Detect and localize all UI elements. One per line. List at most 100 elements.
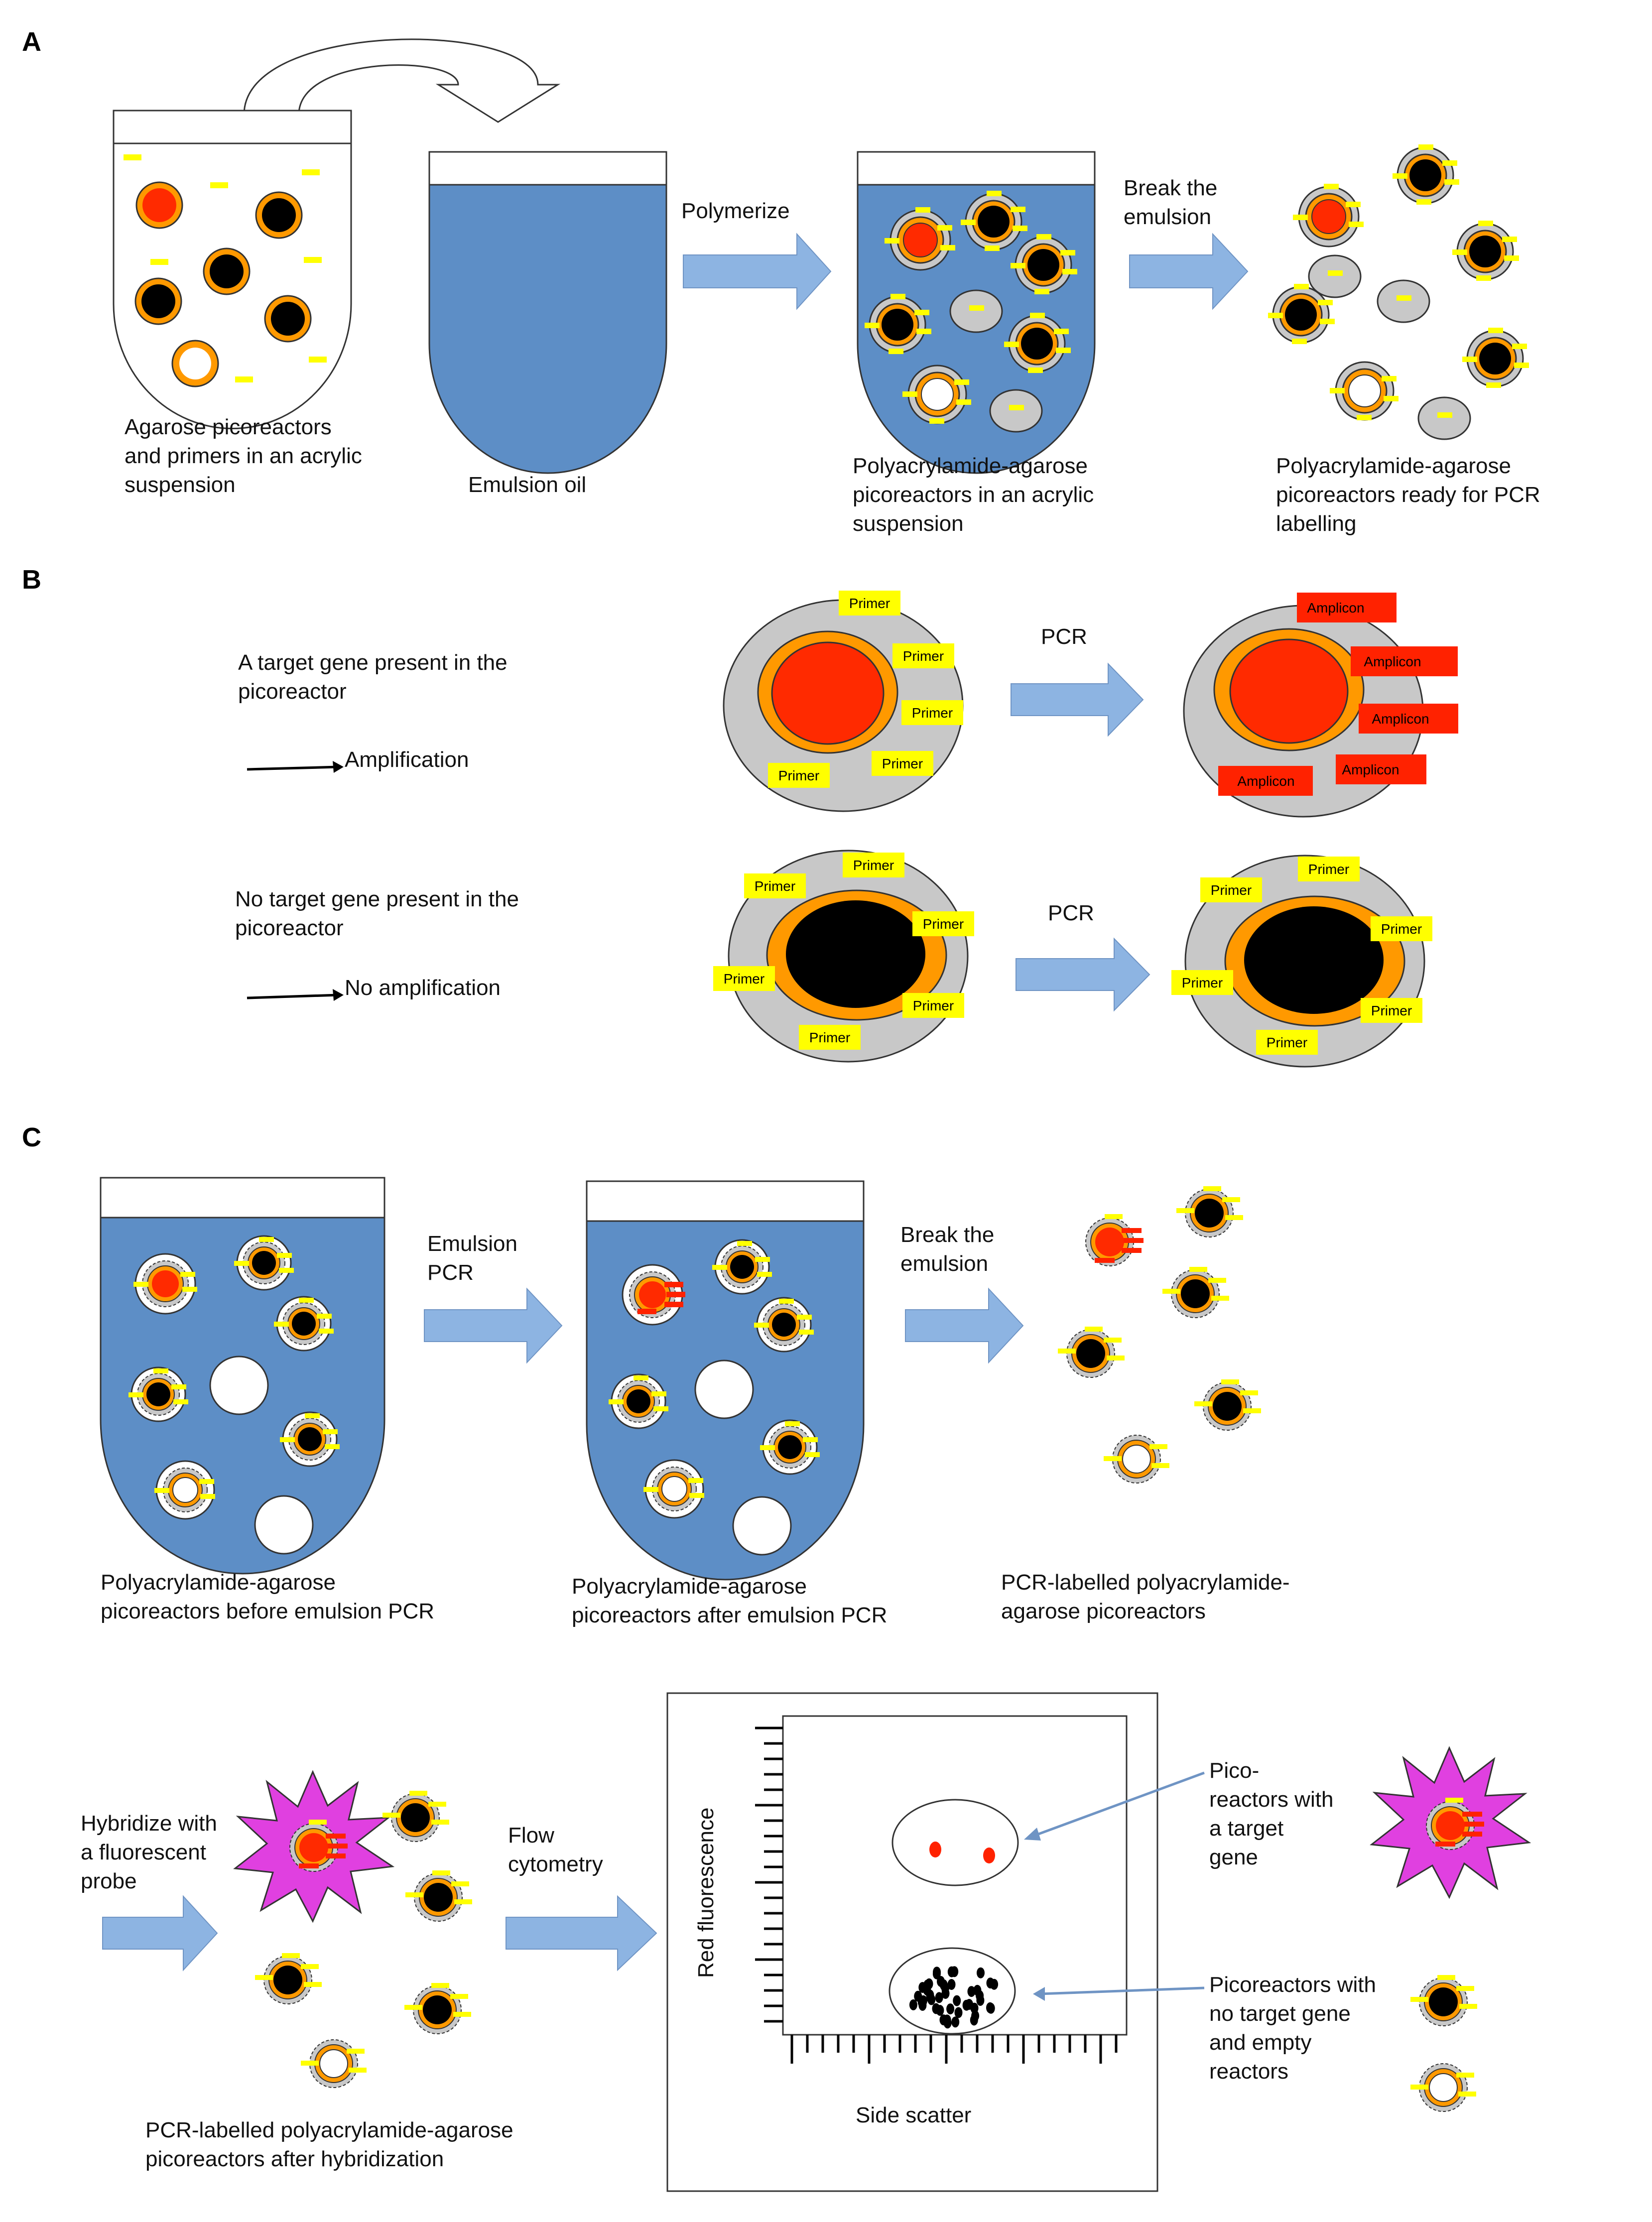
amplicon-label: Amplicon [1307,600,1364,616]
picoreactor-no-target-after-pcr: Primer Primer Primer Primer Primer Prime… [1171,855,1432,1068]
picoreactors-pcr-labelled [1057,1186,1262,1483]
event-black [987,2002,995,2014]
primer-label: Primer [882,756,923,771]
arrow-break-emulsion [1129,233,1249,310]
agarose-bead [134,277,182,325]
label-pcr-no-target: PCR [1048,901,1094,925]
event-black [954,2007,963,2018]
primer-label: Primer [1211,882,1252,898]
caption-hybridized-line1: PCR-labelled polyacrylamide-agarose [145,2118,513,2142]
arrow-no-amplification-head [333,989,344,1001]
event-black [986,1977,995,1989]
primer-label: Primer [1308,862,1349,877]
legend-no-target-line4: reactors [1209,2059,1288,2084]
agarose-bead [255,191,303,239]
x-axis-label: Side scatter [856,2103,971,2127]
primer-label: Primer [853,858,894,873]
tube-before-emulsion-pcr [100,1177,385,1575]
caption-labelled-line1: PCR-labelled polyacrylamide- [1001,1570,1290,1595]
primer-label: Primer [1381,921,1422,937]
y-axis-label: Red fluorescence [694,1808,718,1978]
caption-pa-suspension-line1: Polyacrylamide-agarose [853,454,1088,478]
event-black [937,1975,945,1987]
label-target-present-line1: A target gene present in the [238,650,508,675]
tube-emulsion-oil [428,151,667,474]
caption-agarose-suspension-line1: Agarose picoreactors [125,415,332,439]
event-black [967,1986,976,1997]
picoreactor-target-before-pcr: Primer Primer Primer Primer Primer [723,591,964,812]
picoreactors-hybridized [234,1771,473,2088]
arrow-pcr-no-target [1016,937,1150,1012]
agarose-bead-empty [171,340,219,387]
legend-no-target-line3: and empty [1209,2030,1311,2055]
agarose-bead [264,295,312,343]
primer-label: Primer [1371,1003,1412,1018]
caption-hybridized-line2: picoreactors after hybridization [145,2147,444,2171]
y-axis-ticks [755,1727,783,2023]
caption-pa-suspension-line2: picoreactors in an acrylic [853,483,1094,507]
caption-labelled-line2: agarose picoreactors [1001,1599,1206,1623]
primer-label: Primer [778,768,819,783]
label-break-c-line2: emulsion [900,1251,988,1276]
tube-agarose-suspension [113,110,352,430]
event-black [925,1978,933,1989]
event-black [951,2016,960,2028]
tube-after-emulsion-pcr [586,1180,865,1581]
arrow-hybridize [102,1895,218,1972]
arrow-break-emulsion-c [905,1287,1024,1364]
event-black [962,1999,971,2011]
label-no-amplification: No amplification [345,976,501,1000]
primer-label: Primer [849,596,890,611]
primer-label: Primer [913,998,954,1013]
arrow-emulsion-pcr [424,1287,563,1364]
legend-icon-target [1371,1747,1530,1898]
event-black [936,2005,944,2016]
arrow-polymerize [683,233,832,310]
caption-ready-line3: labelling [1276,511,1356,536]
primer-label: Primer [809,1030,850,1045]
arrow-amplification-head [333,761,344,773]
caption-ready-line2: picoreactors ready for PCR [1276,483,1540,507]
agarose-bead [203,247,251,295]
caption-before-pcr-line1: Polyacrylamide-agarose [101,1570,336,1595]
label-polymerize: Polymerize [681,199,790,223]
panel-label-b: B [22,565,41,595]
pointer-arrow-target [1028,1771,1205,1839]
picoreactor-no-target-before-pcr: Primer Primer Primer Primer Primer Prime… [713,850,974,1063]
event-black [946,2003,955,2015]
legend-no-target-line1: Picoreactors with [1209,1973,1376,1997]
label-amplification: Amplification [345,747,469,772]
event-black [941,1988,950,1999]
label-hybridize-line3: probe [81,1869,137,1893]
panel-label-c: C [22,1122,41,1152]
caption-emulsion-oil: Emulsion oil [468,473,586,497]
amplicon-label: Amplicon [1372,711,1429,727]
amplicon-label: Amplicon [1364,654,1421,669]
event-black [977,1967,985,1978]
legend-no-target-line2: no target gene [1209,2001,1351,2026]
event-black [971,2010,980,2021]
amplicon-label: Amplicon [1237,773,1294,789]
arrow-pcr-target [1011,662,1144,737]
arrow-no-amplification [247,993,339,999]
primer-label: Primer [1182,975,1223,990]
caption-after-pcr-line2: picoreactors after emulsion PCR [572,1603,887,1627]
event-cluster-black [909,1966,999,2029]
label-target-present-line2: picoreactor [238,679,347,704]
panel-label-a: A [22,27,41,57]
event-black [976,1990,984,2001]
primer-label: Primer [755,878,795,894]
event-black [935,1992,943,2003]
label-flow-line1: Flow [508,1823,554,1848]
legend-target-line4: gene [1209,1845,1258,1869]
caption-pa-suspension-line3: suspension [853,511,964,536]
event-black [947,1979,956,1990]
primer-label: Primer [724,971,764,987]
label-emulsion-pcr-line2: PCR [427,1260,474,1285]
arrow-flow-cytometry [506,1895,657,1972]
legend-target-line3: a target [1209,1816,1283,1841]
label-no-target-line1: No target gene present in the [235,887,519,911]
agarose-bead-red [135,181,183,229]
caption-agarose-suspension-line2: and primers in an acrylic [125,444,362,468]
label-break-line2: emulsion [1124,205,1211,229]
